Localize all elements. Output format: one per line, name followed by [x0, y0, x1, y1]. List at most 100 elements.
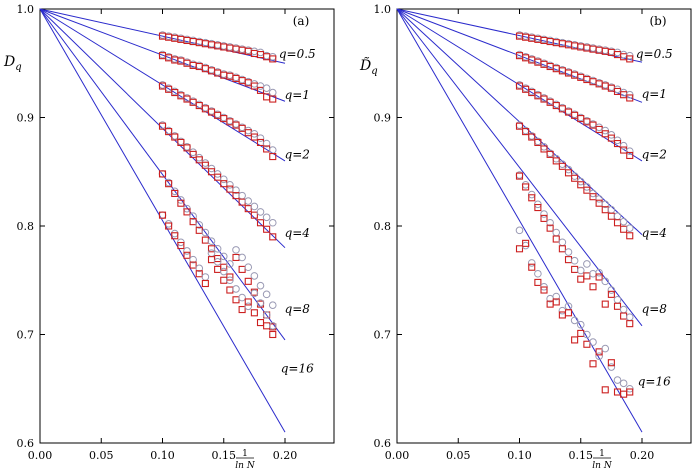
circle-marker: [595, 352, 603, 361]
circle-marker: [158, 211, 167, 219]
square-marker: [571, 265, 579, 273]
square-marker: [583, 272, 591, 280]
square-marker: [577, 275, 585, 283]
square-marker: [626, 151, 634, 160]
q-label: q=16: [281, 361, 314, 375]
circle-marker: [256, 281, 265, 290]
fit-line: [39, 8, 286, 162]
square-marker: [250, 211, 258, 219]
x-axis-title-denominator: ln N: [235, 461, 256, 471]
square-marker: [195, 270, 203, 278]
circle-marker: [219, 252, 228, 261]
circle-marker: [201, 228, 210, 237]
circle-marker: [619, 141, 628, 150]
square-marker: [613, 302, 622, 310]
x-tick-label: 0.10: [507, 449, 532, 462]
circle-marker: [195, 264, 204, 273]
q-label: q=1: [642, 87, 667, 101]
x-tick-label: 0.05: [446, 449, 471, 462]
circle-marker: [256, 134, 265, 142]
circle-marker: [244, 126, 253, 135]
square-marker: [546, 224, 554, 232]
panel-label: (b): [649, 14, 666, 28]
square-marker: [515, 122, 524, 130]
circle-marker: [558, 306, 567, 315]
circle-marker: [613, 85, 622, 94]
circle-marker: [232, 246, 240, 254]
y-tick-label: 0.9: [374, 112, 392, 125]
square-marker: [189, 150, 197, 158]
square-marker: [589, 283, 597, 291]
circle-marker: [256, 299, 265, 307]
circle-marker: [268, 322, 277, 330]
y-axis-subscript: q: [15, 62, 21, 73]
square-marker: [534, 204, 542, 212]
circle-marker: [226, 180, 234, 189]
square-marker: [177, 241, 185, 250]
square-marker: [263, 225, 271, 233]
circle-marker: [207, 249, 216, 257]
circle-marker: [625, 313, 634, 321]
square-marker: [220, 276, 228, 284]
circle-marker: [583, 260, 591, 268]
square-marker: [528, 263, 536, 271]
circle-marker: [268, 146, 277, 154]
square-marker: [595, 348, 603, 356]
fit-line: [396, 8, 643, 327]
circle-marker: [576, 320, 585, 329]
circle-marker: [521, 241, 530, 250]
square-marker: [571, 336, 579, 344]
q-label: q=0.5: [636, 47, 673, 61]
y-tick-label: 0.9: [17, 112, 35, 125]
circle-marker: [589, 338, 597, 346]
square-marker: [522, 183, 530, 191]
fit-line: [396, 8, 643, 162]
square-marker: [626, 232, 634, 240]
square-marker: [626, 320, 634, 328]
square-marker: [522, 239, 530, 247]
circle-marker: [268, 88, 277, 97]
circle-marker: [268, 301, 277, 310]
square-marker: [515, 172, 524, 180]
circle-marker: [256, 48, 265, 57]
q-label: q=4: [285, 226, 310, 240]
circle-marker: [256, 208, 265, 216]
circle-marker: [625, 147, 634, 155]
circle-marker: [619, 217, 628, 226]
square-marker: [564, 169, 573, 177]
square-marker: [540, 286, 548, 294]
square-marker: [177, 138, 185, 147]
x-tick-label: 0.20: [273, 449, 298, 462]
fit-line: [396, 8, 643, 433]
square-marker: [256, 86, 265, 94]
circle-marker: [268, 218, 277, 227]
square-marker: [269, 233, 277, 241]
circle-marker: [540, 210, 548, 218]
square-marker: [238, 265, 246, 273]
square-marker: [522, 128, 530, 136]
x-tick-label: 0.00: [28, 449, 53, 462]
y-tick-label: 1.0: [374, 3, 392, 16]
y-tick-label: 0.7: [17, 329, 35, 342]
circle-marker: [262, 290, 271, 299]
q-label: q=2: [285, 148, 310, 162]
circle-marker: [262, 84, 271, 93]
square-marker: [540, 145, 548, 153]
circle-marker: [521, 180, 530, 189]
circle-marker: [570, 256, 579, 265]
square-marker: [571, 174, 579, 182]
fit-line: [39, 8, 286, 64]
circle-marker: [232, 285, 240, 293]
circle-marker: [201, 273, 210, 281]
circle-marker: [583, 330, 591, 339]
y-tick-label: 0.6: [374, 437, 392, 450]
square-marker: [534, 138, 542, 147]
square-marker: [546, 150, 554, 158]
square-marker: [207, 256, 216, 264]
circle-marker: [613, 48, 622, 57]
circle-marker: [619, 305, 628, 314]
circle-marker: [619, 379, 628, 388]
q-label: q=0.5: [279, 47, 316, 61]
circle-marker: [613, 212, 622, 221]
x-axis-title-numerator: 1: [242, 449, 248, 459]
